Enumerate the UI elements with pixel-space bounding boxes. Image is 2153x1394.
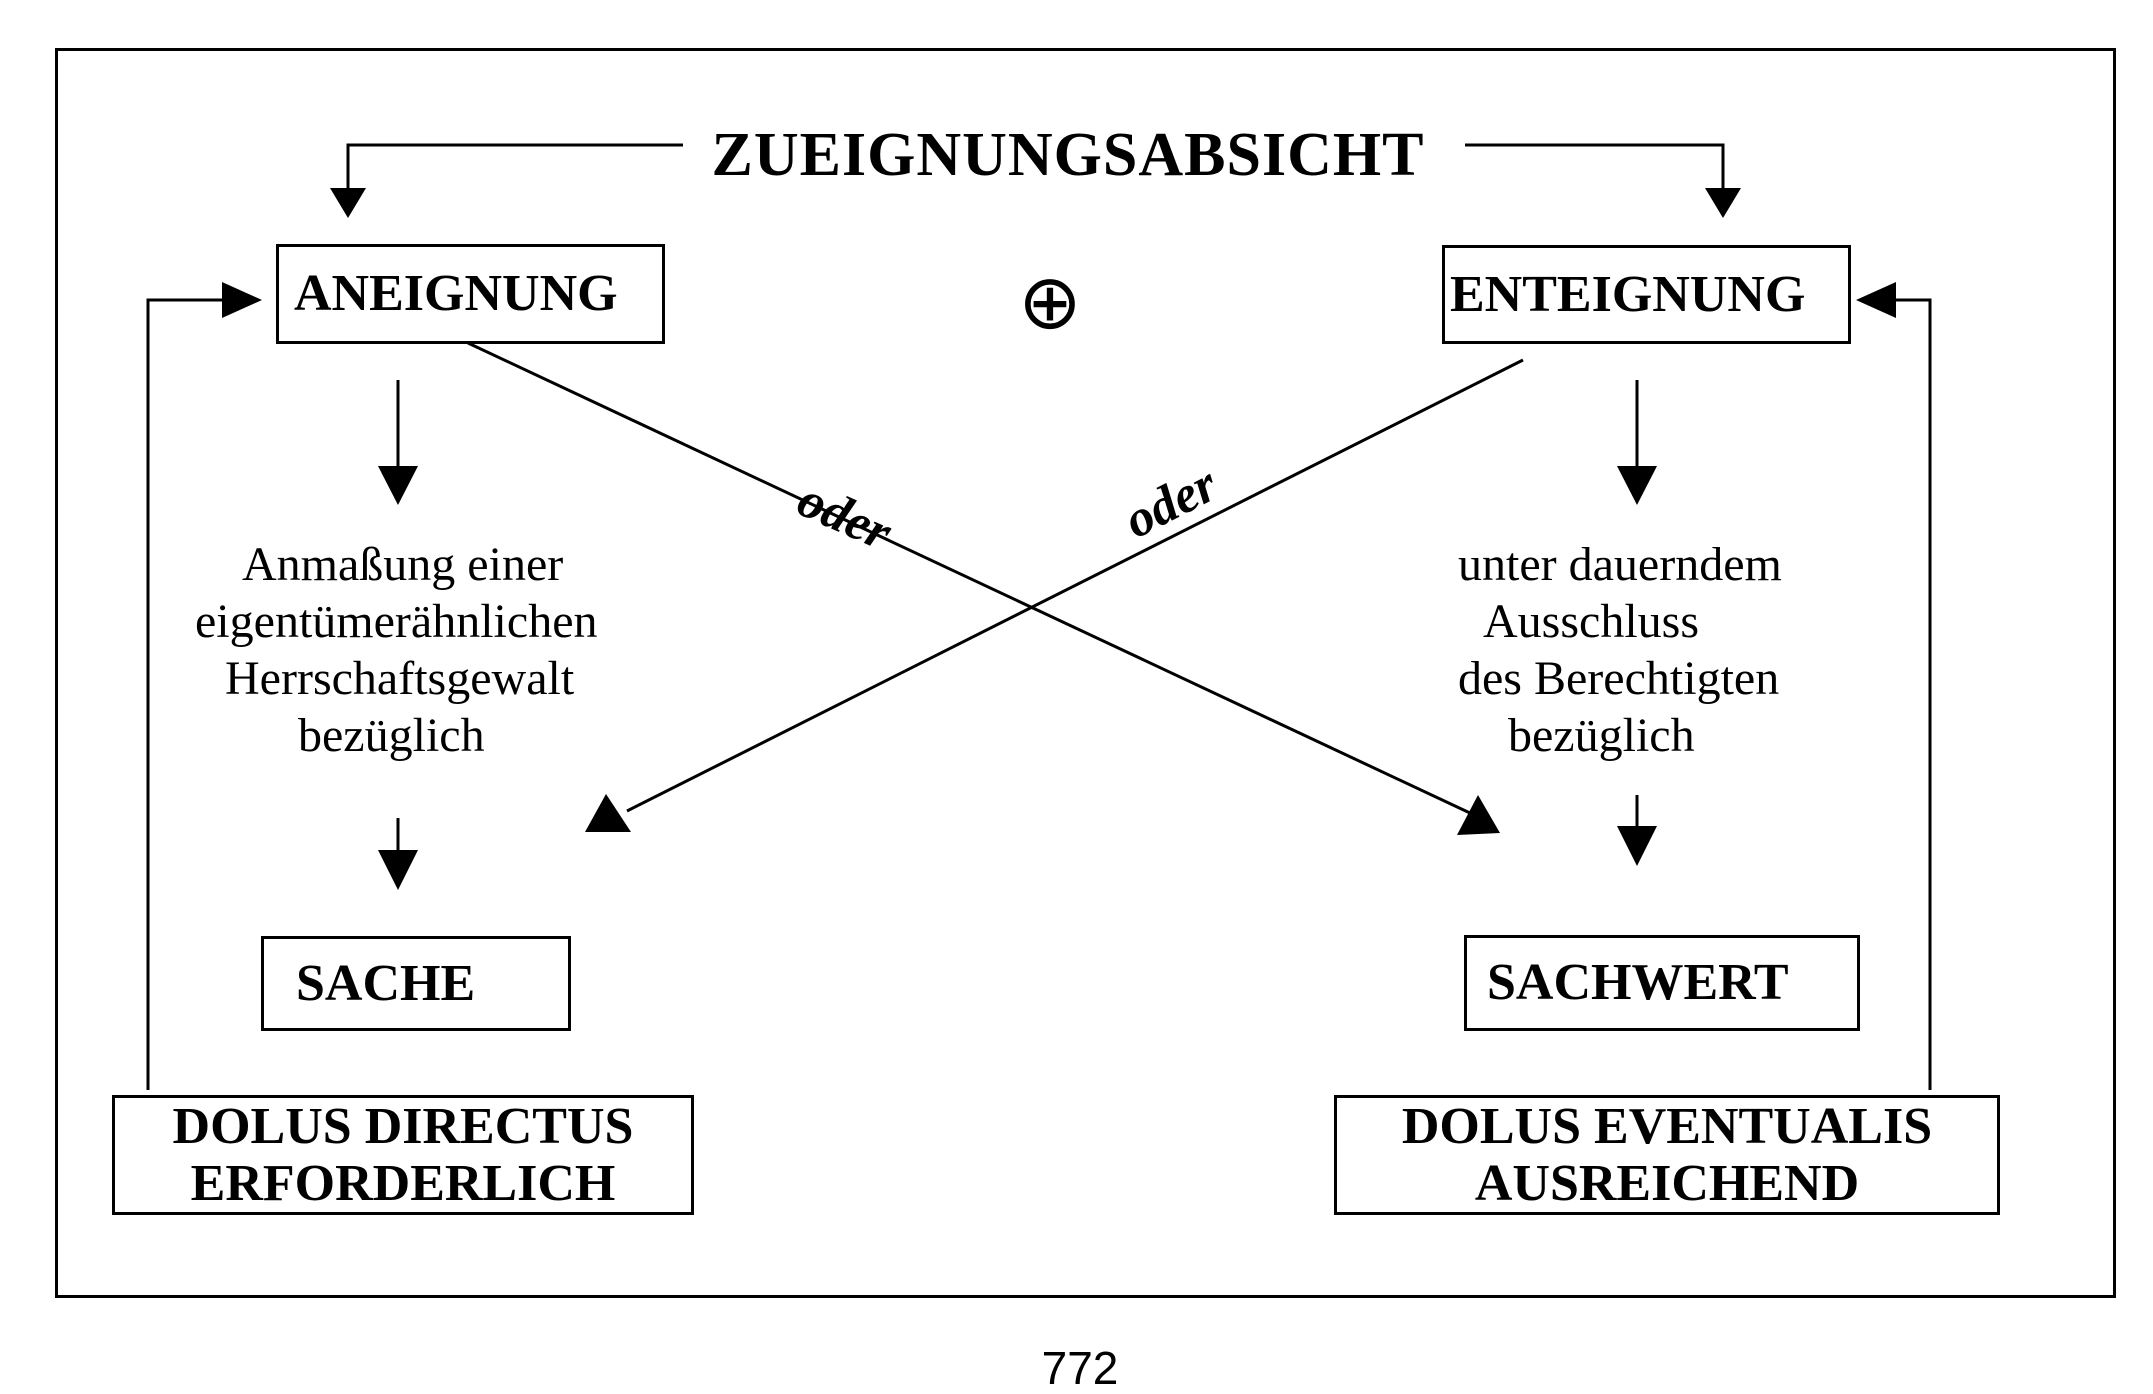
arrowhead-left-feedback <box>222 282 262 318</box>
sachwert-label: SACHWERT <box>1487 954 1789 1012</box>
dolus-eventualis-line: AUSREICHEND <box>1474 1155 1860 1212</box>
dolus-directus-feedback-line <box>146 298 230 1090</box>
dolus-directus-line: DOLUS DIRECTUS <box>172 1097 634 1155</box>
sachwert-box: SACHWERT <box>1464 935 1860 1031</box>
dolus-eventualis-line: DOLUS EVENTUALIS <box>1401 1097 1933 1155</box>
aneignung-to-sachwert-line <box>467 341 1471 815</box>
arrowhead-right-feedback <box>1856 282 1896 318</box>
diagram-title: ZUEIGNUNGSABSICHT <box>683 115 1453 195</box>
arrowhead-enteignung-down <box>1617 466 1657 505</box>
plus-operator-icon: ⊕ <box>1018 257 1082 346</box>
arrowhead-enteignung <box>1705 188 1741 218</box>
arrowhead-sachwert-cross <box>1457 795 1500 835</box>
dolus-eventualis-feedback-line <box>1888 298 1932 1090</box>
page-number: 772 <box>1041 1342 1119 1394</box>
enteignung-description-line: des Berechtigten <box>1458 652 1780 705</box>
arrowhead-sachwert-down <box>1617 826 1657 866</box>
aneignung-box: ANEIGNUNG <box>276 244 665 344</box>
aneignung-description-line: Anmaßung einer <box>242 538 564 591</box>
enteignung-label: ENTEIGNUNG <box>1450 265 1806 323</box>
dolus-directus-line: ERFORDERLICH <box>190 1155 616 1212</box>
dolus-directus-box: DOLUS DIRECTUS ERFORDERLICH <box>112 1095 694 1215</box>
arrowhead-aneignung <box>330 188 366 218</box>
sache-box: SACHE <box>261 936 571 1031</box>
enteignung-description-line: Ausschluss <box>1483 595 1700 648</box>
aneignung-description-line: eigentümerähnlichen <box>195 595 598 648</box>
title-to-enteignung-line <box>1465 143 1725 190</box>
arrowhead-aneignung-down <box>378 466 418 505</box>
aneignung-description-line: bezüglich <box>298 709 485 762</box>
enteignung-to-sache-line <box>626 358 1524 813</box>
aneignung-description-line: Herrschaftsgewalt <box>225 652 575 705</box>
aneignung-description: Anmaßung einer eigentümerähnlichen Herrs… <box>195 536 598 764</box>
title-to-aneignung-line <box>346 143 690 190</box>
enteignung-description-line: unter dauerndem <box>1458 538 1782 591</box>
aneignung-label: ANEIGNUNG <box>294 265 618 323</box>
connector-lines <box>146 143 1932 1090</box>
sache-label: SACHE <box>296 954 476 1012</box>
enteignung-description: unter dauerndem Ausschluss des Berechtig… <box>1458 536 1782 764</box>
dolus-eventualis-box: DOLUS EVENTUALIS AUSREICHEND <box>1334 1095 2000 1215</box>
enteignung-box: ENTEIGNUNG <box>1442 245 1851 344</box>
enteignung-description-line: bezüglich <box>1508 709 1695 762</box>
diagram-frame <box>55 48 2116 1298</box>
arrowhead-sache-cross <box>585 794 631 832</box>
arrowhead-sache-down <box>378 850 418 890</box>
